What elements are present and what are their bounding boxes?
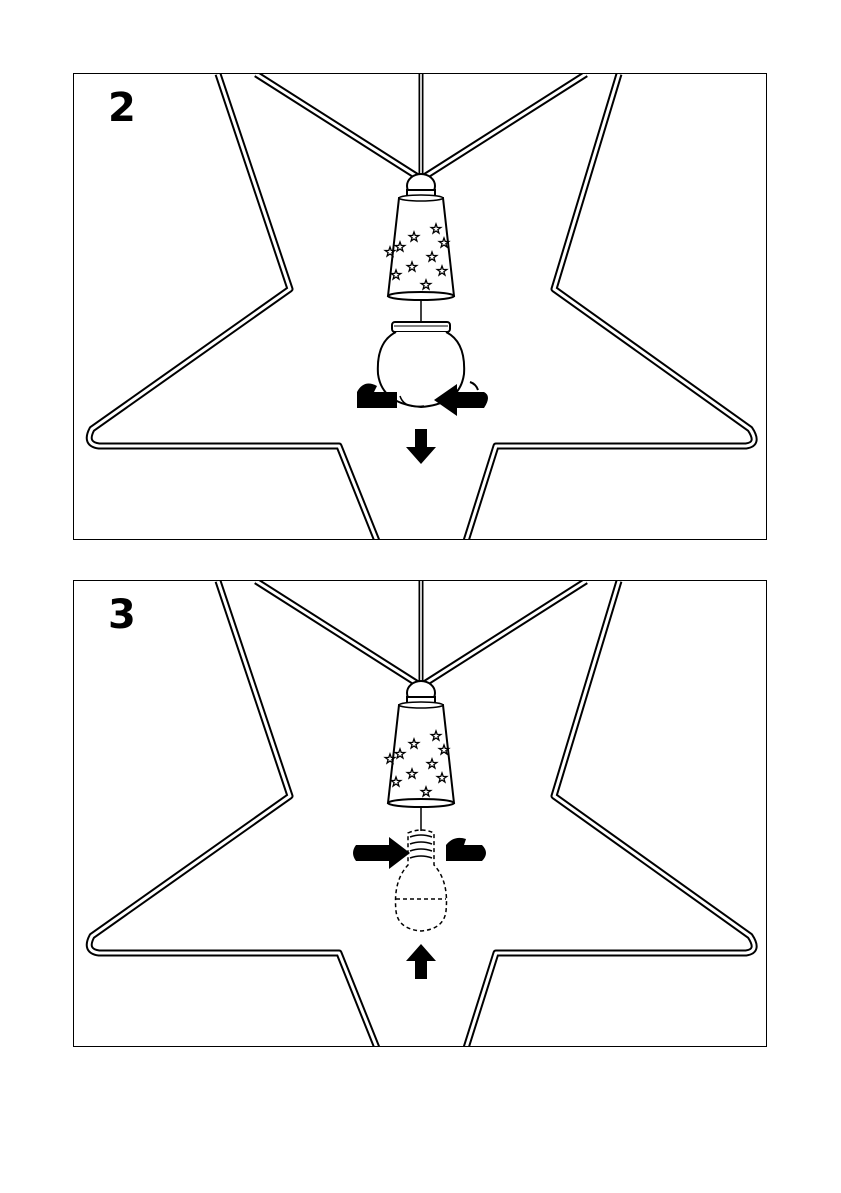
rotate-arrow-right-icon bbox=[446, 838, 486, 861]
lamp-socket-cover-icon bbox=[385, 681, 454, 831]
step-panel-2: 2 bbox=[73, 73, 767, 540]
light-bulb-icon bbox=[396, 830, 447, 931]
step-number: 2 bbox=[108, 88, 136, 128]
lamp-socket-cover-icon bbox=[385, 174, 454, 324]
step-3-illustration bbox=[74, 581, 767, 1047]
step-panel-3: 3 bbox=[73, 580, 767, 1047]
rotate-arrow-left-icon bbox=[353, 837, 410, 869]
step-number: 3 bbox=[108, 595, 136, 635]
step-2-illustration bbox=[74, 74, 767, 540]
direction-arrow-up-icon bbox=[406, 944, 436, 979]
direction-arrow-down-icon bbox=[406, 429, 436, 464]
